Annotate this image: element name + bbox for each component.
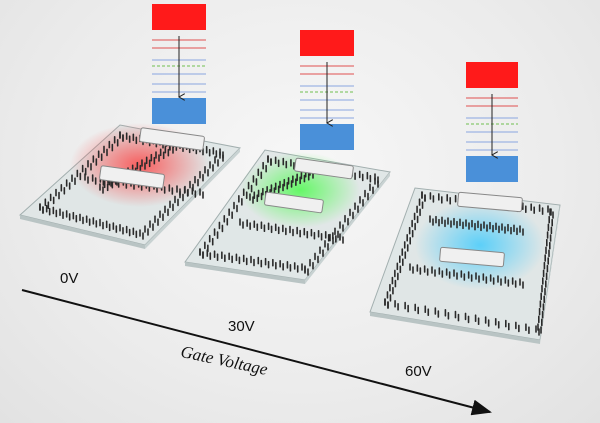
device-panel-0v	[18, 123, 242, 249]
device-panel-30v	[184, 149, 391, 284]
gate-voltage-arrow	[21, 289, 492, 416]
electrode-chip	[99, 165, 165, 189]
electrode-chip	[139, 127, 205, 151]
band-diagram-0v	[152, 4, 206, 124]
conduction-band	[466, 62, 518, 88]
electrode-chip	[439, 246, 505, 268]
band-diagram-30v	[300, 30, 354, 150]
valence-band	[466, 156, 518, 182]
valence-band	[152, 98, 206, 124]
voltage-label-0v: 0V	[60, 270, 79, 287]
electrode-chip	[264, 191, 324, 214]
voltage-label-30v: 30V	[228, 318, 255, 335]
valence-band	[300, 124, 354, 150]
electrode-chip	[294, 157, 354, 180]
device-panel-60v	[369, 187, 561, 344]
electrode-chip	[457, 191, 523, 213]
conduction-band	[300, 30, 354, 56]
band-diagram-60v	[466, 62, 518, 182]
conduction-band	[152, 4, 206, 30]
voltage-label-60v: 60V	[405, 363, 432, 380]
